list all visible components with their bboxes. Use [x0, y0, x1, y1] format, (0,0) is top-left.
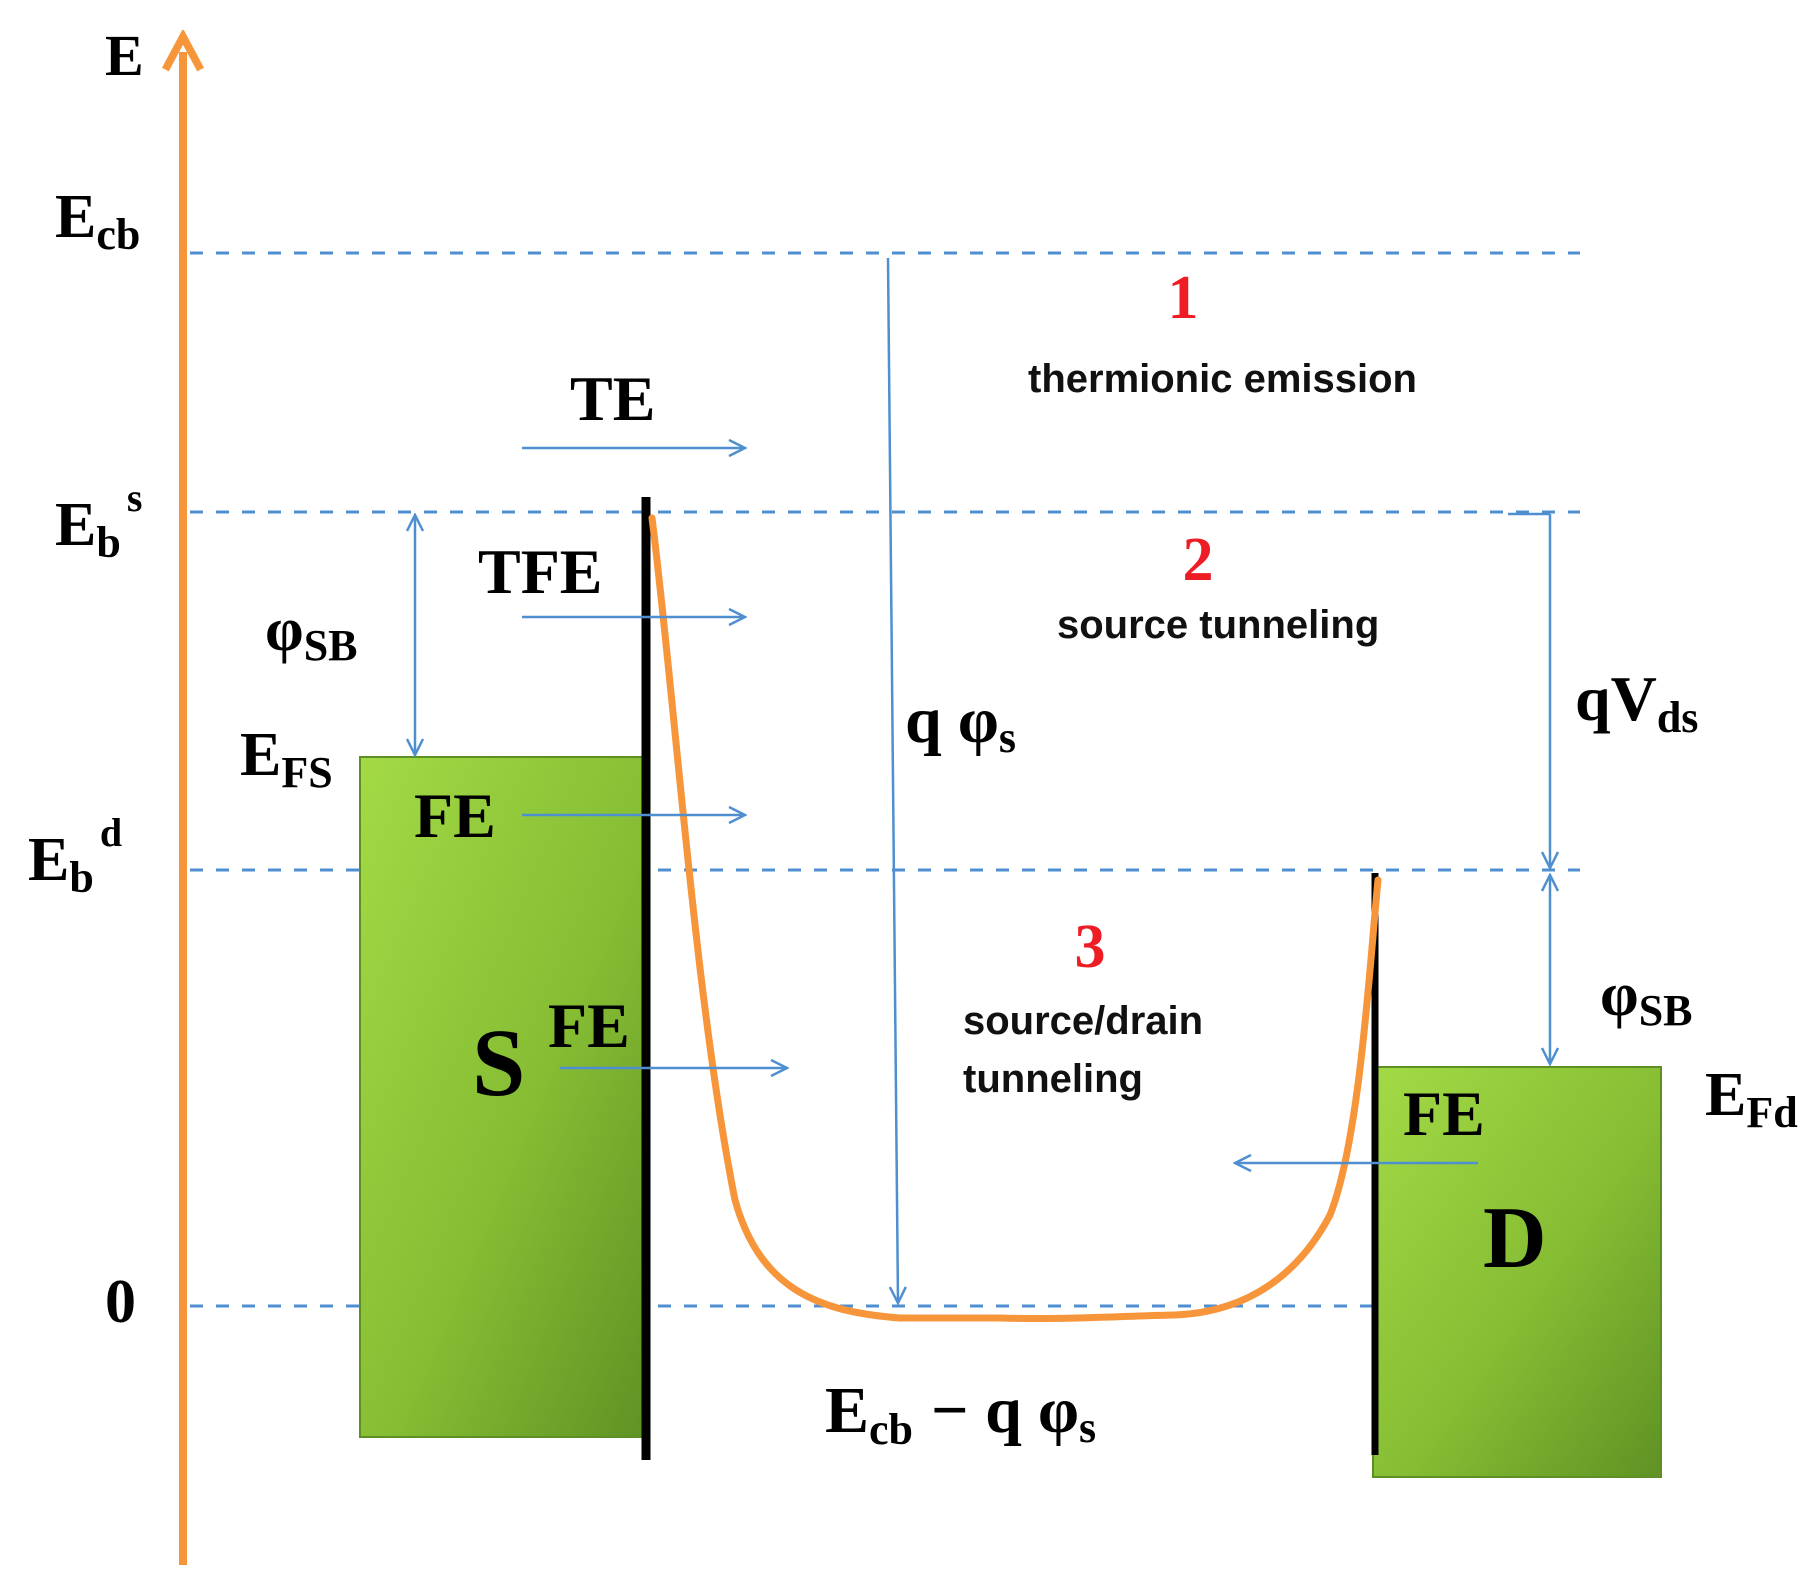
qvds-label: qVds [1575, 663, 1698, 742]
drain-label: D [1483, 1190, 1547, 1287]
phi-sb-left-label: φSB [265, 596, 358, 670]
axis-e-label: E [105, 23, 144, 88]
drain-block [1372, 1066, 1662, 1478]
region-2-description: source tunneling [1057, 603, 1379, 647]
axis-ebs-label: Ebs [55, 475, 142, 567]
region-3-description-line1: source/drain [963, 999, 1203, 1043]
region-1-number: 1 [1168, 264, 1199, 332]
region-2-number: 2 [1183, 526, 1214, 594]
efs-label: EFS [240, 721, 333, 797]
conduction-band-curve [648, 514, 1382, 1323]
axis-ebd-label: Ebd [28, 810, 122, 902]
region-3-number: 3 [1075, 913, 1106, 981]
fe-drain-label: FE [1403, 1078, 1485, 1149]
te-label: TE [570, 363, 655, 434]
efd-label: EFd [1705, 1061, 1798, 1137]
fe-source-top-label: FE [414, 780, 496, 851]
q-phi-s-arrow [886, 257, 898, 1303]
source-label: S [472, 1009, 525, 1116]
axis-ecb-label: Ecb [55, 183, 140, 259]
tfe-label: TFE [478, 536, 602, 607]
region-3-description-line2: tunneling [963, 1057, 1143, 1101]
fe-source-mid-label: FE [548, 990, 630, 1061]
axis-zero-label: 0 [105, 1268, 136, 1336]
region-1-description: thermionic emission [1028, 357, 1417, 401]
source-block [359, 756, 648, 1438]
phi-sb-right-label: φSB [1600, 961, 1693, 1035]
